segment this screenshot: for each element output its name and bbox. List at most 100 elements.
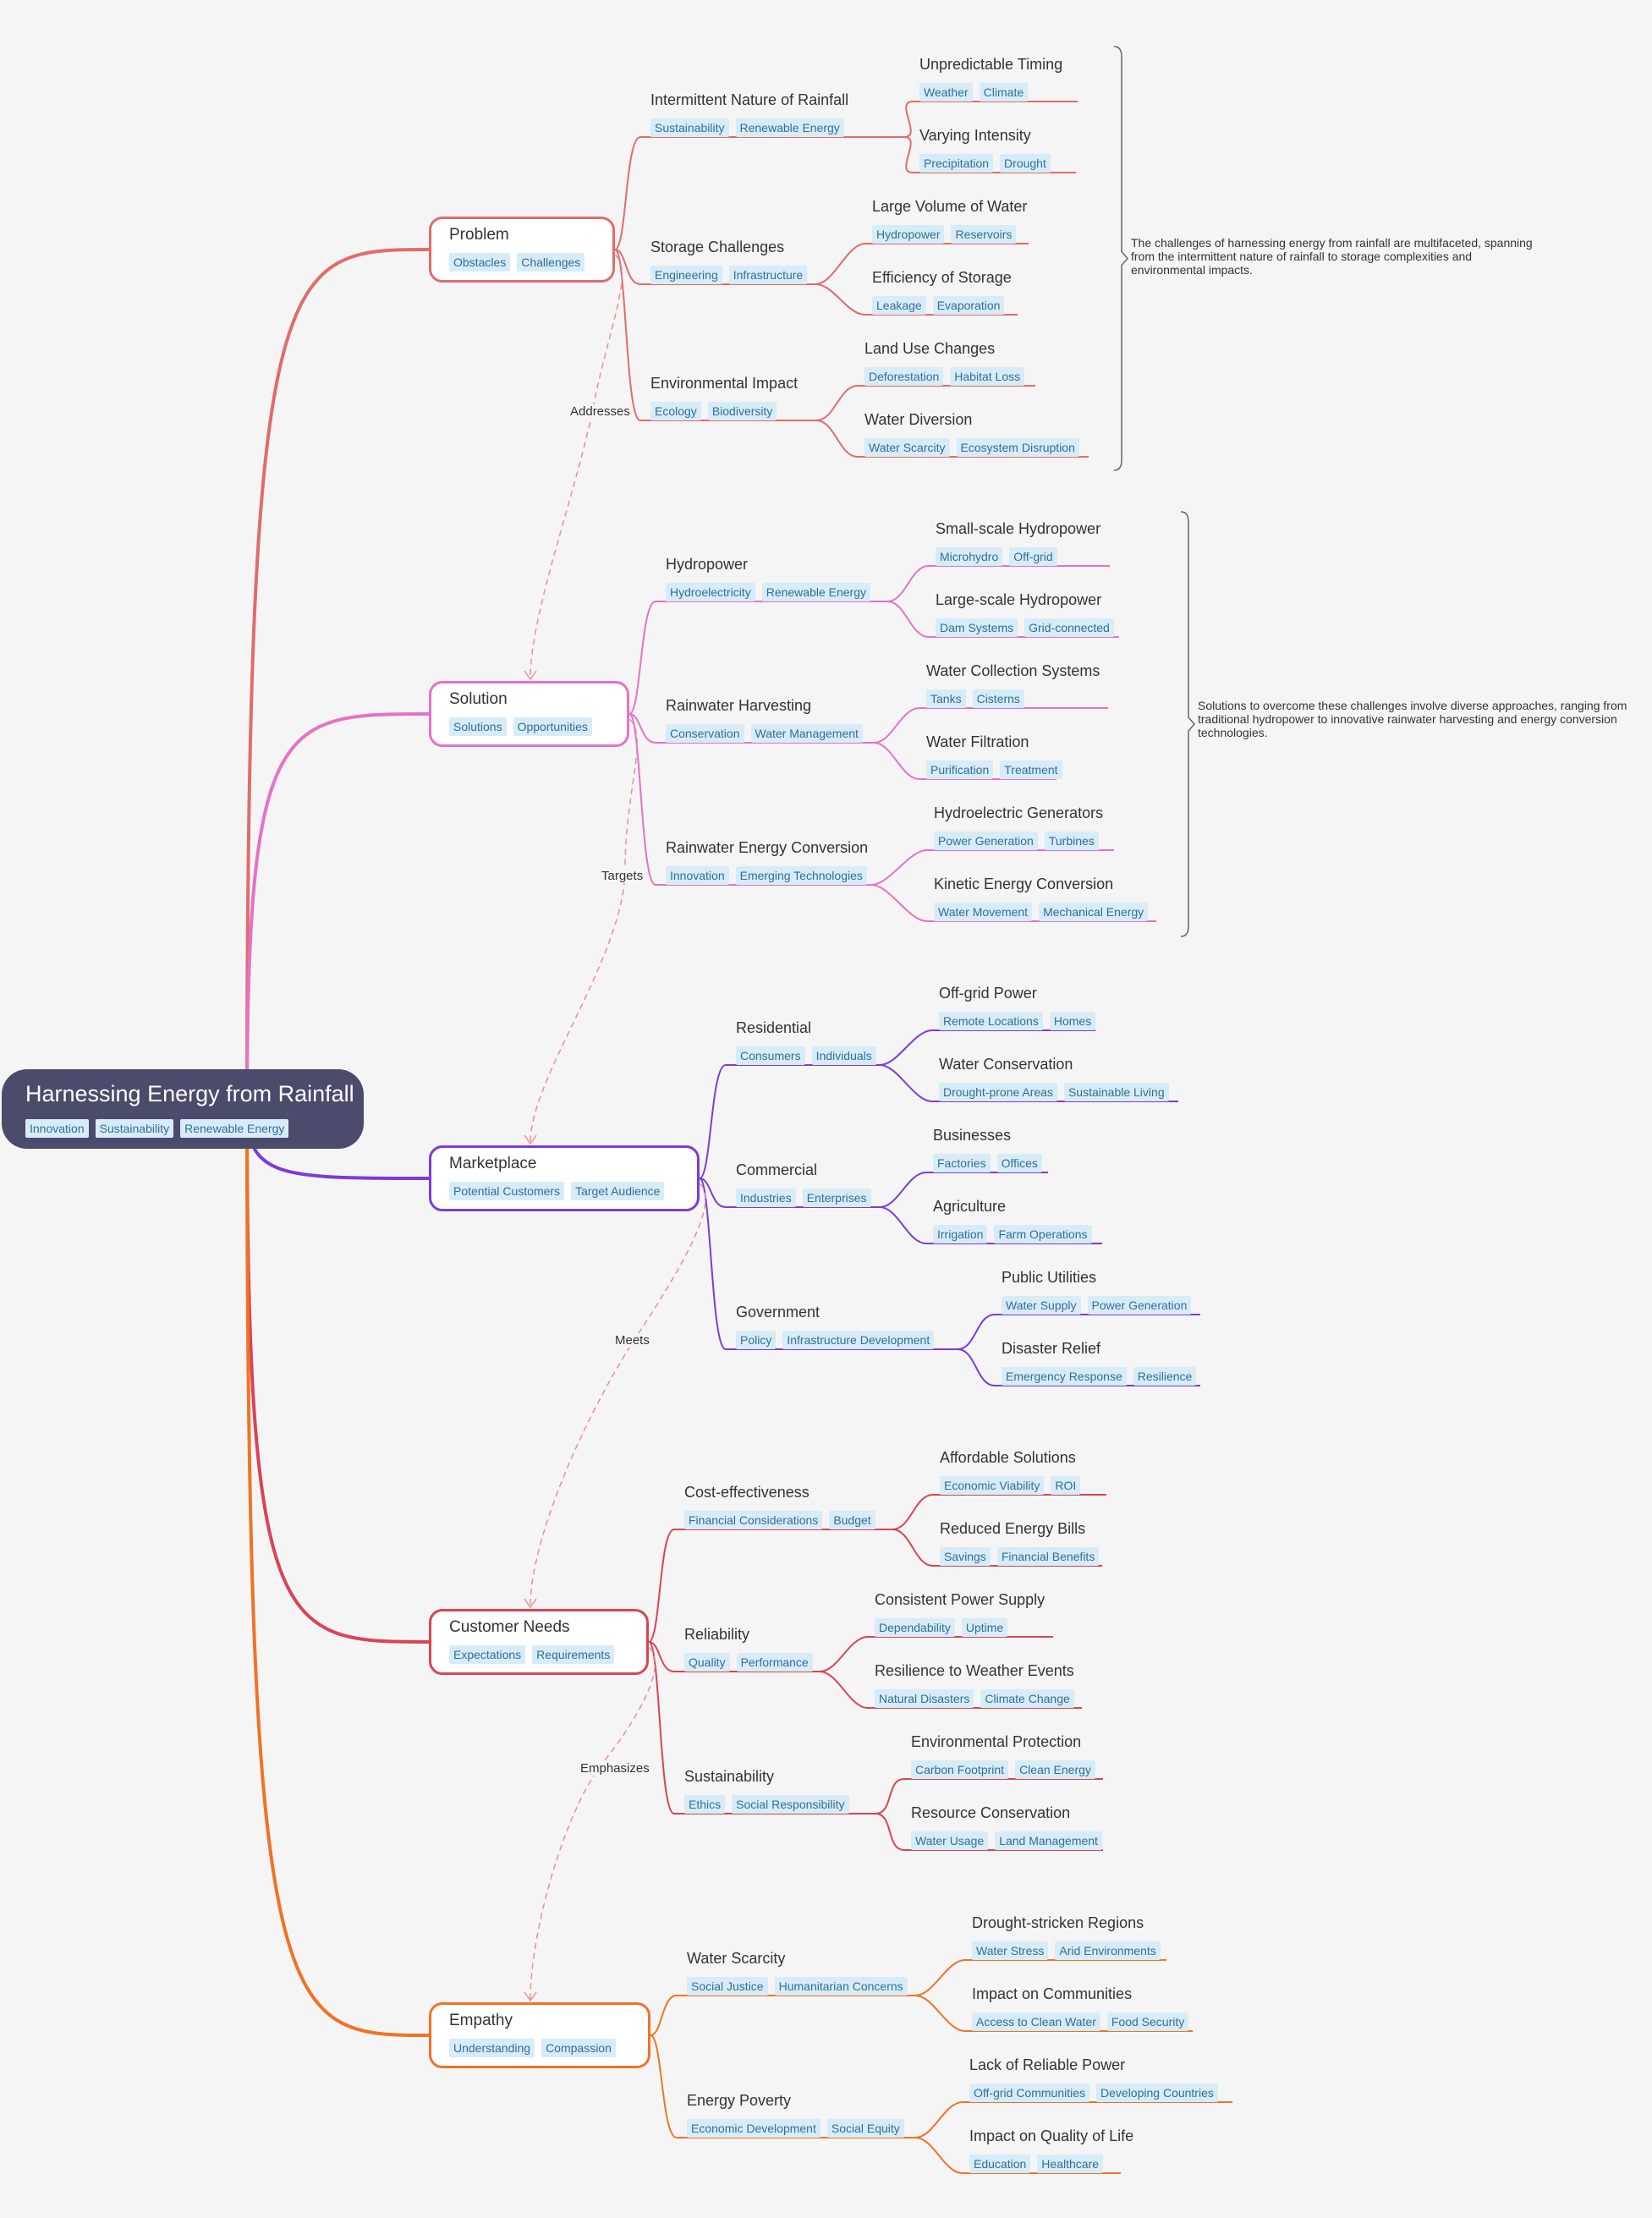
tag-chip[interactable]: Understanding <box>449 2039 535 2057</box>
tag-chip[interactable]: Water Stress <box>972 1941 1049 1960</box>
tag-chip[interactable]: Obstacles <box>449 253 511 272</box>
subtopic-title[interactable]: Residential <box>736 1019 812 1036</box>
tag-chip[interactable]: Social Equity <box>826 2119 904 2138</box>
tag-chip[interactable]: ROI <box>1051 1476 1081 1495</box>
leaf-topic-title[interactable]: Resilience to Weather Events <box>875 1662 1074 1679</box>
relationship-label[interactable]: Emphasizes <box>579 1761 651 1776</box>
tag-chip[interactable]: Power Generation <box>1087 1296 1192 1315</box>
tag-chip[interactable]: Tanks <box>926 689 966 708</box>
tag-chip[interactable]: Social Justice <box>687 1977 768 1996</box>
tag-chip[interactable]: Requirements <box>532 1645 615 1664</box>
tag-chip[interactable]: Budget <box>829 1511 875 1529</box>
tag-chip[interactable]: Renewable Energy <box>180 1119 289 1138</box>
tag-chip[interactable]: Renewable Energy <box>761 583 870 601</box>
tag-chip[interactable]: Industries <box>736 1189 796 1207</box>
tag-chip[interactable]: Off-grid <box>1009 547 1057 566</box>
subtopic-title[interactable]: Environmental Impact <box>650 375 799 392</box>
tag-chip[interactable]: Challenges <box>517 253 585 272</box>
leaf-topic-title[interactable]: Environmental Protection <box>911 1733 1082 1750</box>
tag-chip[interactable]: Purification <box>926 760 994 779</box>
tag-chip[interactable]: Quality <box>684 1653 730 1672</box>
relationship-label[interactable]: Targets <box>600 869 645 883</box>
tag-chip[interactable]: Off-grid Communities <box>969 2083 1090 2102</box>
tag-chip[interactable]: Deforestation <box>864 367 944 386</box>
tag-chip[interactable]: Offices <box>996 1154 1042 1172</box>
leaf-topic-title[interactable]: Public Utilities <box>1002 1269 1097 1286</box>
tag-chip[interactable]: Target Audience <box>571 1182 665 1200</box>
tag-chip[interactable]: Economic Viability <box>940 1476 1045 1495</box>
tag-chip[interactable]: Ecology <box>650 402 701 420</box>
relationship-label[interactable]: Addresses <box>568 404 632 419</box>
tag-chip[interactable]: Treatment <box>1000 760 1062 779</box>
subtopic-title[interactable]: Reliability <box>684 1626 750 1643</box>
tag-chip[interactable]: Evaporation <box>932 296 1005 315</box>
tag-chip[interactable]: Emerging Technologies <box>735 866 867 885</box>
tag-chip[interactable]: Irrigation <box>933 1225 988 1244</box>
leaf-topic-title[interactable]: Water Collection Systems <box>926 662 1100 679</box>
leaf-topic-title[interactable]: Consistent Power Supply <box>875 1591 1046 1608</box>
tag-chip[interactable]: Microhydro <box>936 547 1003 566</box>
tag-chip[interactable]: Solutions <box>449 717 507 736</box>
tag-chip[interactable]: Biodiversity <box>707 402 777 420</box>
tag-chip[interactable]: Factories <box>933 1154 991 1172</box>
tag-chip[interactable]: Leakage <box>872 296 926 315</box>
leaf-topic-title[interactable]: Businesses <box>933 1127 1012 1144</box>
leaf-topic-title[interactable]: Resource Conservation <box>911 1804 1071 1821</box>
tag-chip[interactable]: Consumers <box>736 1046 805 1065</box>
tag-chip[interactable]: Cisterns <box>972 689 1024 708</box>
subtopic-title[interactable]: Storage Challenges <box>650 239 785 255</box>
tag-chip[interactable]: Conservation <box>666 724 744 743</box>
tag-chip[interactable]: Remote Locations <box>939 1012 1043 1030</box>
tag-chip[interactable]: Hydropower <box>872 225 945 244</box>
tag-chip[interactable]: Water Scarcity <box>864 438 950 457</box>
leaf-topic-title[interactable]: Impact on Quality of Life <box>969 2127 1134 2144</box>
tag-chip[interactable]: Performance <box>736 1653 813 1672</box>
tag-chip[interactable]: Sustainability <box>95 1119 174 1138</box>
tag-chip[interactable]: Water Movement <box>934 903 1033 921</box>
tag-chip[interactable]: Climate <box>979 83 1029 102</box>
leaf-topic-title[interactable]: Kinetic Energy Conversion <box>934 876 1114 892</box>
tag-chip[interactable]: Enterprises <box>802 1189 871 1207</box>
subtopic-title[interactable]: Sustainability <box>684 1768 775 1785</box>
tag-chip[interactable]: Financial Benefits <box>996 1547 1100 1566</box>
leaf-topic-title[interactable]: Water Conservation <box>939 1056 1073 1073</box>
tag-chip[interactable]: Innovation <box>25 1119 89 1138</box>
tag-chip[interactable]: Food Security <box>1106 2012 1189 2031</box>
leaf-topic-title[interactable]: Affordable Solutions <box>940 1449 1076 1466</box>
tag-chip[interactable]: Water Management <box>750 724 863 743</box>
tag-chip[interactable]: Infrastructure <box>728 266 808 284</box>
leaf-topic-title[interactable]: Unpredictable Timing <box>919 56 1063 73</box>
leaf-topic-title[interactable]: Varying Intensity <box>919 127 1031 144</box>
leaf-topic-title[interactable]: Lack of Reliable Power <box>969 2056 1126 2073</box>
tag-chip[interactable]: Power Generation <box>934 832 1038 850</box>
tag-chip[interactable]: Natural Disasters <box>875 1689 974 1708</box>
leaf-topic-title[interactable]: Agriculture <box>933 1198 1007 1215</box>
tag-chip[interactable]: Infrastructure Development <box>782 1331 935 1349</box>
tag-chip[interactable]: Healthcare <box>1037 2155 1103 2173</box>
tag-chip[interactable]: Water Usage <box>911 1831 989 1850</box>
tag-chip[interactable]: Carbon Footprint <box>911 1760 1009 1779</box>
tag-chip[interactable]: Grid-connected <box>1024 618 1114 637</box>
leaf-topic-title[interactable]: Land Use Changes <box>864 340 996 357</box>
tag-chip[interactable]: Access to Clean Water <box>972 2012 1100 2031</box>
subtopic-title[interactable]: Energy Poverty <box>687 2092 792 2109</box>
leaf-topic-title[interactable]: Efficiency of Storage <box>872 269 1012 286</box>
tag-chip[interactable]: Developing Countries <box>1096 2083 1218 2102</box>
tag-chip[interactable]: Turbines <box>1044 832 1099 850</box>
tag-chip[interactable]: Reservoirs <box>951 225 1017 244</box>
leaf-topic-title[interactable]: Large-scale Hydropower <box>936 591 1102 608</box>
tag-chip[interactable]: Weather <box>919 83 973 102</box>
tag-chip[interactable]: Social Responsibility <box>732 1795 849 1814</box>
subtopic-title[interactable]: Commercial <box>736 1161 818 1178</box>
tag-chip[interactable]: Water Supply <box>1002 1296 1081 1315</box>
tag-chip[interactable]: Innovation <box>666 866 729 885</box>
tag-chip[interactable]: Ecosystem Disruption <box>956 438 1079 457</box>
tag-chip[interactable]: Emergency Response <box>1002 1367 1127 1386</box>
leaf-topic-title[interactable]: Small-scale Hydropower <box>936 520 1101 537</box>
tag-chip[interactable]: Drought <box>1000 154 1051 173</box>
leaf-topic-title[interactable]: Off-grid Power <box>939 985 1037 1002</box>
